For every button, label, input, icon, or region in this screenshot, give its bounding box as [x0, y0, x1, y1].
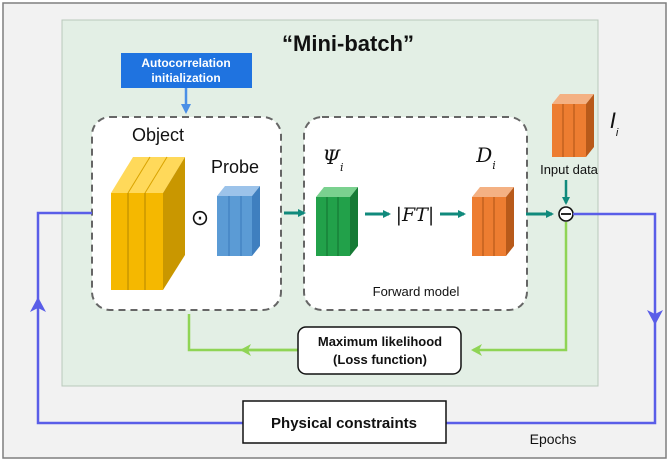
- object-block: [111, 156, 185, 290]
- loss-function-line2: (Loss function): [333, 352, 427, 367]
- fourier-transform-label: |FT|: [396, 204, 435, 226]
- loss-function-box: [297, 326, 462, 375]
- d-symbol: Di: [475, 143, 496, 172]
- epoch-loop-top: [36, 211, 92, 300]
- physical-constraints-label: Physical constraints: [271, 415, 417, 432]
- probe-label: Probe: [211, 157, 259, 177]
- input-image-block: [552, 94, 594, 157]
- loss-function-line1: Maximum likelihood: [318, 334, 442, 349]
- probe-block: [217, 186, 260, 256]
- object-label: Object: [132, 125, 184, 145]
- input-image-symbol: Ii: [610, 108, 619, 139]
- mini-batch-title: “Mini-batch”: [282, 31, 414, 56]
- epoch-loop-right: [573, 212, 663, 325]
- input-data-label: Input data: [540, 162, 599, 177]
- epoch-loop-bottom: [446, 322, 657, 425]
- forward-model-label: Forward model: [373, 284, 460, 299]
- epoch-loop-left: [30, 297, 243, 425]
- elementwise-product-symbol: ⊙: [191, 205, 209, 230]
- physical-constraints-box: [242, 400, 447, 444]
- init-box-line2: initialization: [151, 71, 220, 85]
- init-box-line1: Autocorrelation: [141, 56, 230, 70]
- psi-symbol: Ψi: [322, 145, 343, 174]
- init-box: [121, 53, 252, 88]
- epochs-label: Epochs: [530, 431, 577, 447]
- d-block: [472, 187, 514, 256]
- loss-path-right: [471, 222, 568, 356]
- psi-block: [316, 187, 358, 256]
